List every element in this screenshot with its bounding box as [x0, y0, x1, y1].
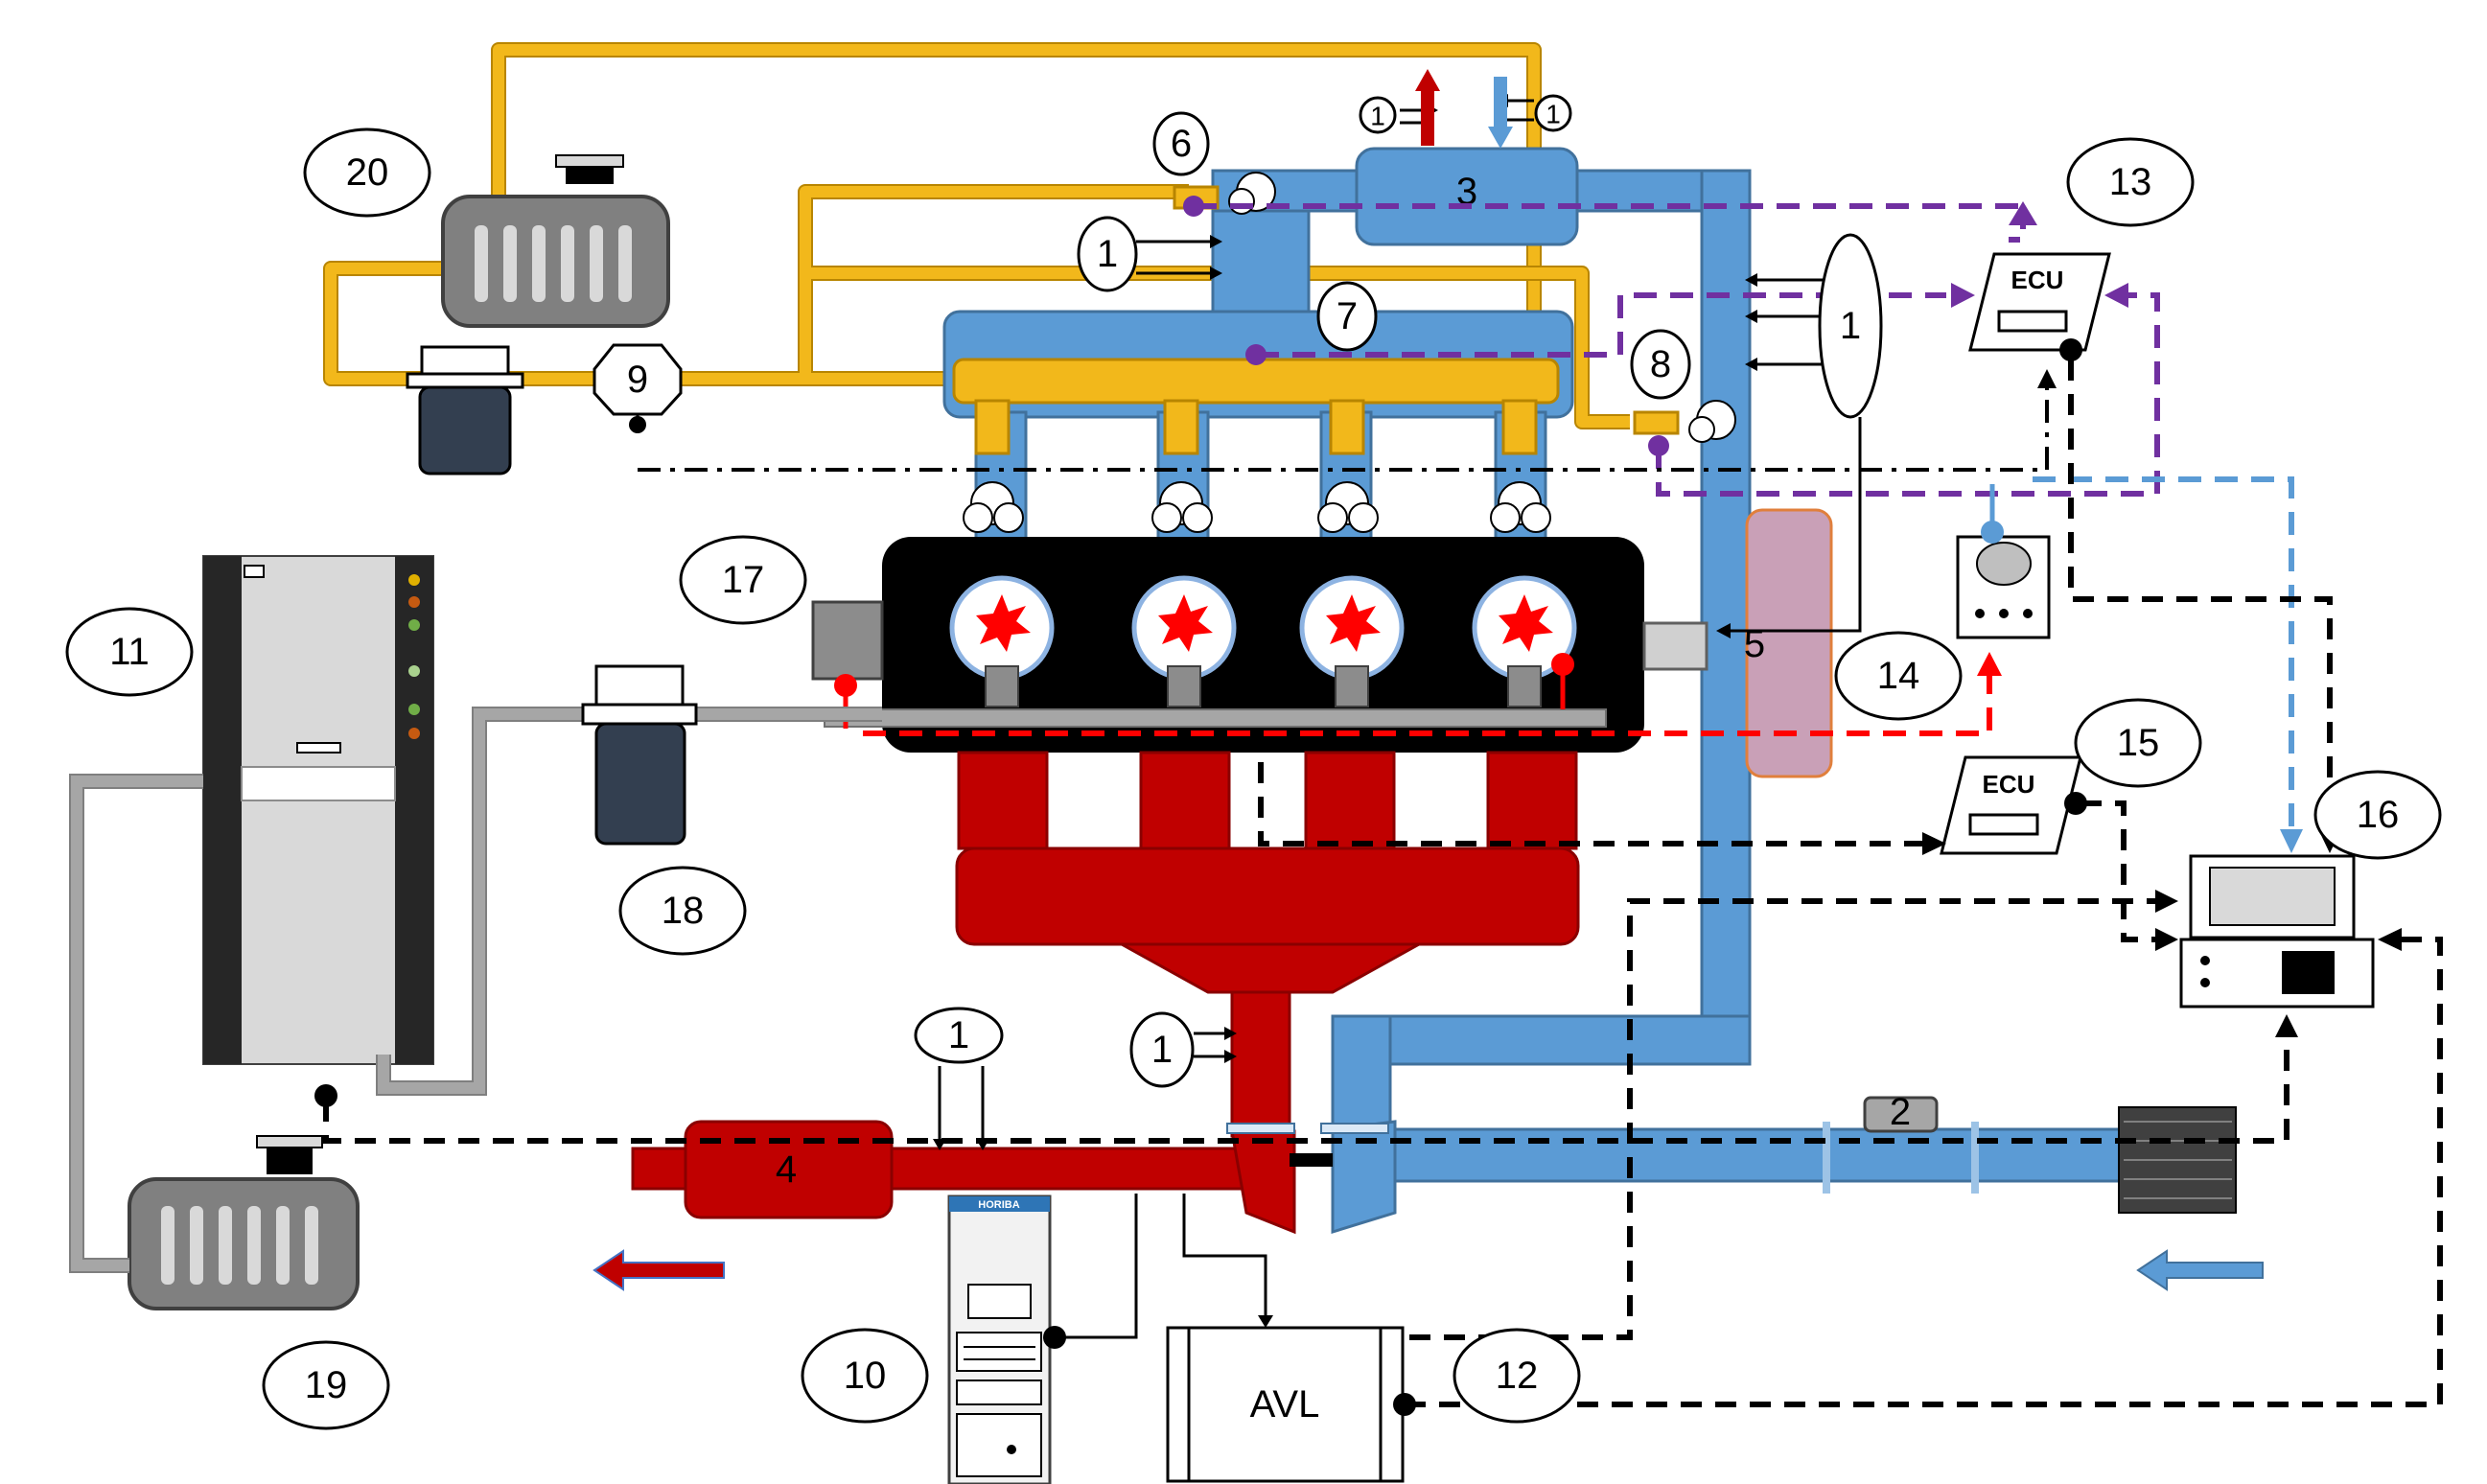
fuel-pump-9	[593, 343, 683, 416]
horiba-analyzer-10	[947, 1194, 1052, 1484]
label-19: 19	[305, 1364, 348, 1406]
coupling-bar	[1290, 1153, 1333, 1167]
label-13: 13	[2109, 161, 2152, 203]
label-18: 18	[662, 890, 705, 932]
ecu-top-label: ECU	[2011, 266, 2064, 294]
intake-inlet-arrow	[2136, 1249, 2264, 1291]
ecu-bottom-label: ECU	[1983, 770, 2035, 799]
daq-16	[2179, 854, 2375, 1009]
crankshaft-bar	[824, 708, 1607, 728]
label-6: 6	[1171, 123, 1192, 165]
engine-front-shaft	[811, 600, 884, 681]
fuel-conditioner-11	[202, 555, 434, 1065]
avl-label: AVL	[1250, 1383, 1320, 1426]
fuel-tank-20	[441, 154, 670, 328]
intake-plenum	[1355, 147, 1579, 246]
label-2: 2	[1890, 1091, 1911, 1133]
label-12: 12	[1496, 1355, 1539, 1397]
label-1-fuel: 1	[1097, 233, 1118, 275]
fuel-filter-18	[581, 664, 698, 846]
avl-box	[1166, 1326, 1405, 1483]
pipe-clamp	[1320, 1123, 1389, 1134]
exhaust-path	[631, 751, 1580, 1235]
injectors	[974, 399, 1538, 455]
label-3: 3	[1456, 171, 1477, 213]
label-1-coolant-out: 1	[1370, 102, 1385, 131]
label-17: 17	[722, 559, 765, 601]
label-5: 5	[1744, 623, 1765, 665]
exhaust-outlet-arrow	[593, 1249, 725, 1291]
fuel-filter	[406, 345, 524, 475]
label-1-coolant-in: 1	[1546, 100, 1561, 129]
label-9: 9	[627, 359, 648, 401]
label-4: 4	[776, 1148, 797, 1191]
controller-14	[1956, 521, 2051, 639]
ecu-15	[1940, 755, 2082, 855]
spray-icon-8	[1688, 400, 1736, 443]
cylinder-gauges	[949, 575, 1577, 707]
label-1-exhaust: 1	[948, 1014, 969, 1056]
injector-spray-icons	[963, 481, 1551, 533]
sensor-leads	[933, 94, 1826, 1150]
thin-wire-lines	[1055, 417, 1862, 1339]
engine-rear-shaft	[1642, 621, 1708, 671]
red-control-line	[863, 652, 2002, 736]
label-7: 7	[1336, 295, 1358, 337]
label-10: 10	[844, 1355, 887, 1397]
pipe-clamp	[1226, 1123, 1295, 1134]
label-11: 11	[109, 631, 150, 673]
callout-circles	[65, 94, 2442, 1430]
label-15: 15	[2117, 722, 2160, 764]
coolant-arrows	[1415, 69, 1513, 149]
label-1-intake: 1	[1840, 305, 1861, 347]
engine-block	[882, 537, 1644, 753]
purple-control-lines	[1183, 196, 2160, 497]
port-injector-8	[1633, 410, 1680, 435]
label-20: 20	[346, 151, 389, 194]
blue-control-line	[1989, 476, 2303, 853]
label-8: 8	[1650, 343, 1671, 385]
air-filter-mesh	[2124, 1121, 2232, 1199]
fuel-rail	[952, 358, 1560, 405]
ecu-13	[1968, 252, 2111, 352]
air-flow-meter	[1863, 1096, 1939, 1133]
horiba-label: HORIBA	[978, 1199, 1019, 1211]
dyno-coupling	[1745, 508, 1833, 778]
fuel-tank-19	[128, 1135, 360, 1310]
label-1-manifold: 1	[1151, 1029, 1173, 1071]
label-14: 14	[1877, 655, 1920, 697]
label-16: 16	[2357, 794, 2400, 836]
